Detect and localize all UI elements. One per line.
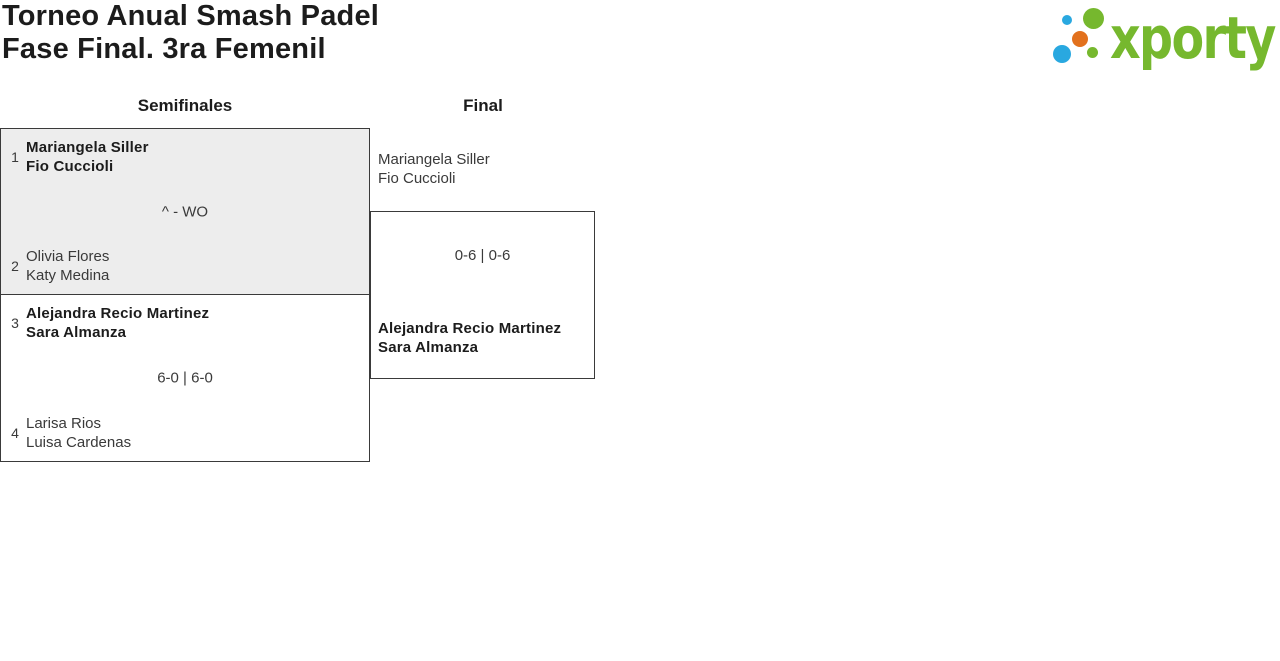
player-name: Alejandra Recio Martinez <box>26 305 210 322</box>
player-name: Sara Almanza <box>378 339 479 356</box>
player-name: Larisa Rios <box>26 415 102 432</box>
match-score: ^ - WO <box>161 203 209 220</box>
seed-number: 3 <box>11 315 19 331</box>
team-row: 1 Mariangela Siller Fio Cuccioli <box>7 138 363 176</box>
team-names: Mariangela Siller Fio Cuccioli <box>26 138 149 176</box>
player-name: Mariangela Siller <box>26 139 149 156</box>
player-name: Alejandra Recio Martinez <box>378 320 562 337</box>
round-header-final: Final <box>463 96 503 115</box>
player-name: Katy Medina <box>26 267 110 284</box>
match-score: 0-6 | 0-6 <box>454 247 511 264</box>
final-team-bottom: Alejandra Recio Martinez Sara Almanza <box>378 319 561 357</box>
team-names: Larisa Rios Luisa Cardenas <box>26 414 131 452</box>
round-header-semifinales: Semifinales <box>137 96 233 115</box>
player-name: Fio Cuccioli <box>26 158 114 175</box>
page-title-line1: Torneo Anual Smash Padel <box>2 0 380 32</box>
team-row: 3 Alejandra Recio Martinez Sara Almanza <box>7 304 363 342</box>
logo-dot-green-small-icon <box>1087 47 1098 58</box>
logo-dot-blue-small-icon <box>1062 15 1072 25</box>
match-card-final[interactable]: 0-6 | 0-6 Alejandra Recio Martinez Sara … <box>370 211 595 379</box>
xporty-logo[interactable]: xporty <box>1048 5 1278 70</box>
logo-wordmark: xporty <box>1110 4 1276 72</box>
team-names: Alejandra Recio Martinez Sara Almanza <box>26 304 209 342</box>
player-name: Fio Cuccioli <box>378 170 456 187</box>
team-names: Olivia Flores Katy Medina <box>26 247 109 285</box>
seed-number: 1 <box>11 149 19 165</box>
team-row: 2 Olivia Flores Katy Medina <box>7 247 363 285</box>
page-title: Torneo Anual Smash Padel Fase Final. 3ra… <box>2 0 379 66</box>
logo-dot-blue-large-icon <box>1053 45 1071 63</box>
logo-dot-green-large-icon <box>1083 8 1104 29</box>
player-name: Mariangela Siller <box>378 151 490 168</box>
player-name: Sara Almanza <box>26 324 127 341</box>
player-name: Luisa Cardenas <box>26 434 132 451</box>
player-name: Olivia Flores <box>26 248 110 265</box>
match-card-semifinal-1[interactable]: 1 Mariangela Siller Fio Cuccioli ^ - WO … <box>0 128 370 295</box>
logo-dot-orange-icon <box>1072 31 1088 47</box>
match-card-semifinal-2[interactable]: 3 Alejandra Recio Martinez Sara Almanza … <box>0 294 370 462</box>
seed-number: 2 <box>11 258 19 274</box>
team-row: 4 Larisa Rios Luisa Cardenas <box>7 414 363 452</box>
final-team-top: Mariangela Siller Fio Cuccioli <box>378 150 490 188</box>
page-title-line2: Fase Final. 3ra Femenil <box>2 33 326 65</box>
match-score: 6-0 | 6-0 <box>157 369 213 387</box>
seed-number: 4 <box>11 425 19 441</box>
